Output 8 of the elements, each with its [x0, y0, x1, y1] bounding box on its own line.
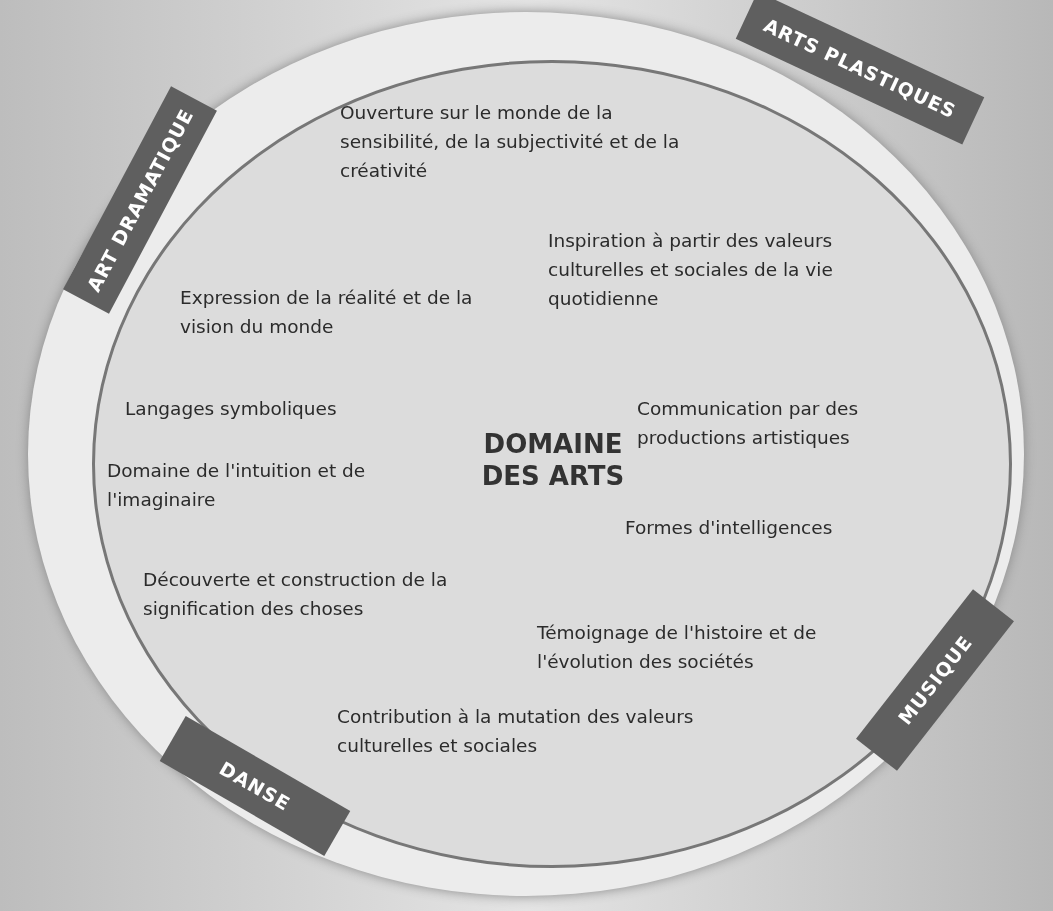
statement-text: Ouverture sur le monde de la sensibilité, de la subjectivité et de la créativité: [340, 101, 681, 183]
statement-text: Formes d'intelligences: [625, 516, 834, 540]
statement-text: Communication par des productions artistiques: [637, 397, 860, 450]
statement-text: Découverte et construction de la signification des choses: [143, 568, 449, 621]
statement-text: Témoignage de l'histoire et de l'évolution des sociétés: [537, 621, 818, 674]
statement-text: Inspiration à partir des valeurs culturelles et sociales de la vie quotidienne: [548, 229, 834, 311]
statement-text: Domaine de l'intuition et de l'imaginaire: [107, 459, 367, 512]
statement-text: Langages symboliques: [125, 397, 338, 421]
